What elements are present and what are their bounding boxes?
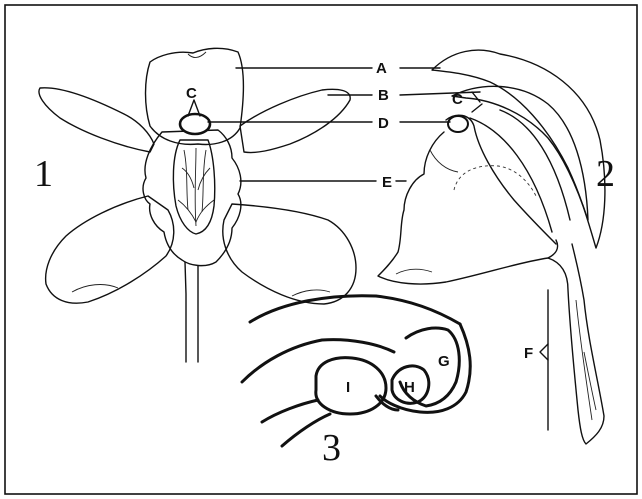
side-sepal-line-2 <box>470 118 552 232</box>
column-detail-5 <box>182 168 194 188</box>
leader-line-b-right <box>400 92 480 95</box>
detail-outer-curve <box>380 324 470 412</box>
f-bracket-tick <box>540 344 548 360</box>
anther-cap <box>180 114 210 134</box>
side-dorsal-sepal <box>432 50 605 248</box>
label-c-front: C <box>186 85 197 102</box>
lower-right-sepal-vein <box>292 290 330 296</box>
label-c-side: C <box>452 91 463 108</box>
label-e: E <box>382 174 392 191</box>
label-b: B <box>378 87 389 104</box>
label-a: A <box>376 60 387 77</box>
side-ovary-detail <box>576 300 592 420</box>
side-labellum-dashed-vein <box>454 166 536 196</box>
leader-lines-fig1 <box>188 68 376 181</box>
lower-right-sepal <box>223 204 356 304</box>
flower-front-view <box>39 48 356 362</box>
label-d: D <box>378 115 389 132</box>
column-detail-1 <box>184 150 188 210</box>
label-f: F <box>524 345 533 362</box>
figure-number-3: 3 <box>322 427 341 469</box>
detail-outer-arc <box>250 296 460 324</box>
side-anther-cap <box>448 116 468 132</box>
side-labellum-edge <box>430 150 458 172</box>
figure-number-1: 1 <box>34 153 53 195</box>
labellum <box>143 130 241 266</box>
figure-border <box>5 5 637 494</box>
column-detail-3 <box>202 150 206 212</box>
leader-line-c-right <box>472 92 482 112</box>
pedicel-stem <box>185 262 198 362</box>
lower-left-sepal-vein <box>72 285 118 292</box>
side-petal <box>452 86 588 220</box>
side-column <box>446 115 556 244</box>
detail-i-body <box>316 358 386 414</box>
left-petal <box>39 88 154 152</box>
right-petal <box>240 89 350 152</box>
side-labellum-fold <box>396 269 432 274</box>
column-detail-view <box>242 296 470 446</box>
column-detail-2 <box>195 148 196 226</box>
label-g: G <box>438 353 450 370</box>
detail-lower-arm-1 <box>262 400 318 422</box>
label-i: I <box>346 379 350 396</box>
side-labellum <box>378 132 558 284</box>
detail-upper-arm <box>242 340 394 382</box>
figure-number-2: 2 <box>596 153 615 195</box>
label-h: H <box>404 379 415 396</box>
side-ovary-stem <box>548 244 604 444</box>
lower-left-sepal <box>46 196 174 303</box>
